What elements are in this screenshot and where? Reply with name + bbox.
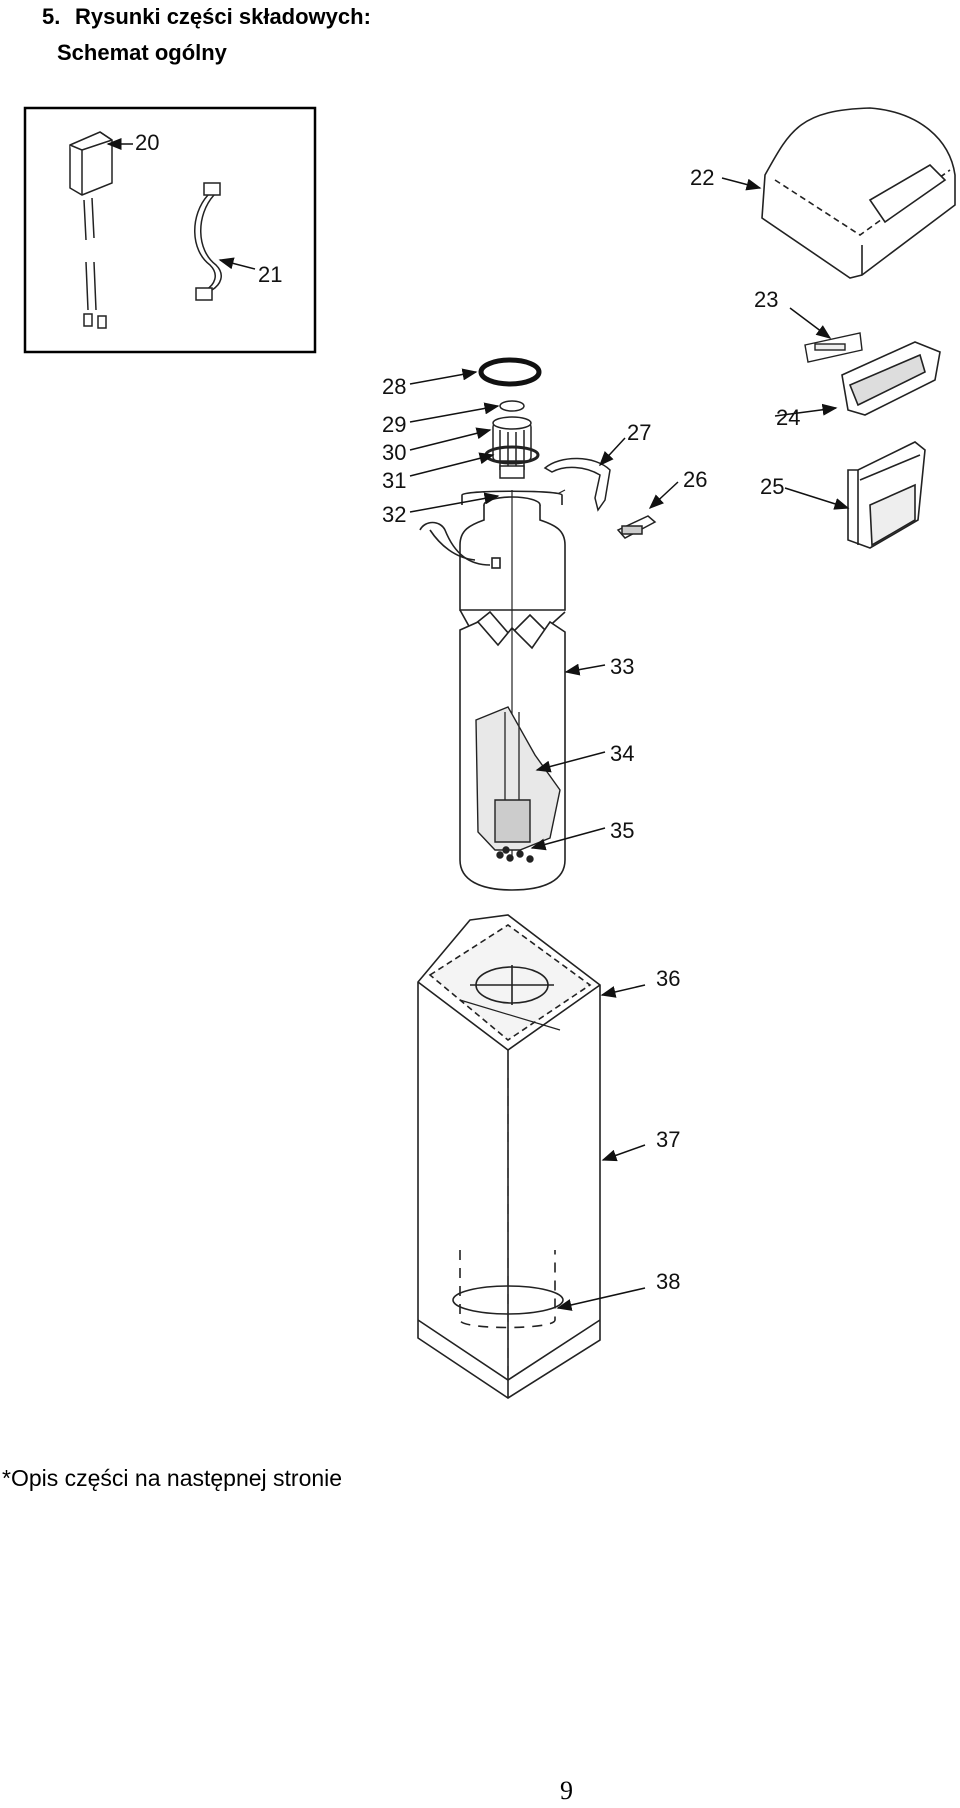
callout-35: 35 — [610, 818, 634, 843]
callout-30: 30 — [382, 440, 406, 465]
page-number: 9 — [560, 1776, 573, 1805]
callout-26: 26 — [683, 467, 707, 492]
bezel-drawing — [841, 341, 941, 416]
callout-37: 37 — [656, 1127, 680, 1152]
cable-drawing — [194, 182, 222, 301]
resin-bed-drawing — [475, 706, 561, 863]
display-label-drawing — [804, 332, 863, 363]
callout-22: 22 — [690, 165, 714, 190]
section-number: 5. — [42, 4, 61, 29]
callout-34: 34 — [610, 741, 634, 766]
section-title: Rysunki części składowych: — [75, 4, 371, 29]
callout-20: 20 — [135, 130, 159, 155]
callout-31: 31 — [382, 468, 406, 493]
section-heading: 5. Rysunki części składowych: — [42, 0, 371, 34]
bypass-clip-drawing — [543, 457, 611, 512]
top-cover-drawing — [761, 107, 956, 279]
exploded-parts-diagram: 20 21 22 23 24 25 26 27 28 29 30 31 32 3… — [23, 106, 956, 1399]
callout-36: 36 — [656, 966, 680, 991]
callout-23: 23 — [754, 287, 778, 312]
callout-29: 29 — [382, 412, 406, 437]
callout-24: 24 — [776, 405, 800, 430]
callout-arrows — [106, 138, 850, 1311]
lock-part-drawing — [616, 515, 657, 539]
o-ring-large — [478, 357, 542, 387]
footnote: *Opis części na następnej stronie — [2, 1465, 343, 1491]
power-adapter-drawing — [69, 131, 113, 329]
callout-27: 27 — [627, 420, 651, 445]
callout-28: 28 — [382, 374, 406, 399]
callout-32: 32 — [382, 502, 406, 527]
control-housing-drawing — [847, 441, 926, 549]
inset-frame — [23, 106, 317, 354]
distributor-head-drawing — [484, 416, 540, 479]
callout-33: 33 — [610, 654, 634, 679]
brine-cabinet-drawing — [417, 914, 601, 1399]
o-ring-small — [499, 400, 525, 412]
diagram-title: Schemat ogólny — [57, 40, 227, 65]
callout-21: 21 — [258, 262, 282, 287]
callout-38: 38 — [656, 1269, 680, 1294]
callout-25: 25 — [760, 474, 784, 499]
